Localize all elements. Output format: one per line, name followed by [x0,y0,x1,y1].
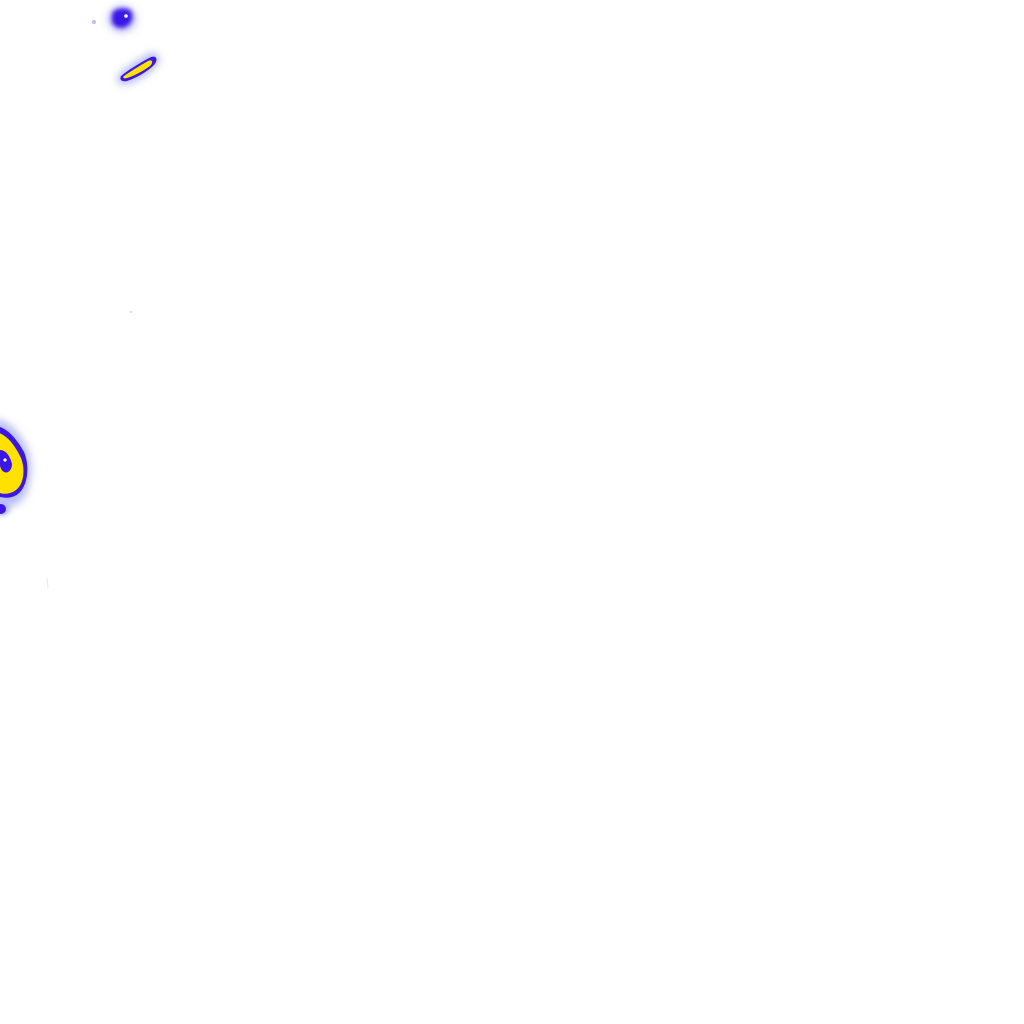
echo-streak [46,577,49,589]
echo-speck [129,310,133,314]
echo-cell-elongated [117,52,160,85]
echo-cell-top [92,6,136,32]
echo-cell-large [0,420,31,516]
